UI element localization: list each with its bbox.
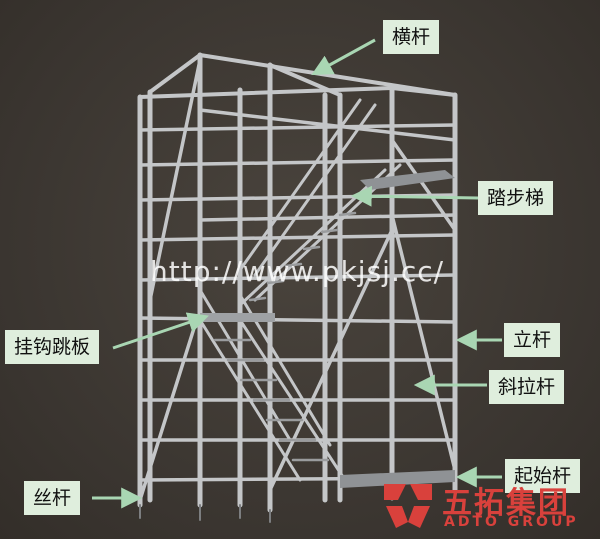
scaffold-frame	[137, 52, 458, 523]
brand-name-cn: 五拓集团	[442, 486, 570, 521]
callout-arrows	[92, 38, 502, 509]
label-stair: 踏步梯	[478, 181, 554, 215]
label-vertical: 立杆	[504, 323, 561, 357]
brand-logo: 五拓集团 ADTO GROUP	[380, 474, 590, 536]
label-starter: 起始杆	[505, 459, 581, 493]
watermark-url: http://www.pkjsj.cc/	[150, 255, 445, 288]
arrow-hook-plank	[112, 312, 209, 350]
arrow-crossbar	[311, 38, 376, 76]
label-crossbar: 横杆	[383, 20, 440, 54]
arrow-stair	[350, 185, 479, 207]
label-hook-plank: 挂钩跳板	[5, 330, 100, 364]
brand-name-en: ADTO GROUP	[444, 514, 579, 530]
label-diagonal: 斜拉杆	[489, 370, 565, 404]
brand-mark-icon	[384, 484, 432, 528]
label-screw-jack: 丝杆	[24, 481, 81, 515]
